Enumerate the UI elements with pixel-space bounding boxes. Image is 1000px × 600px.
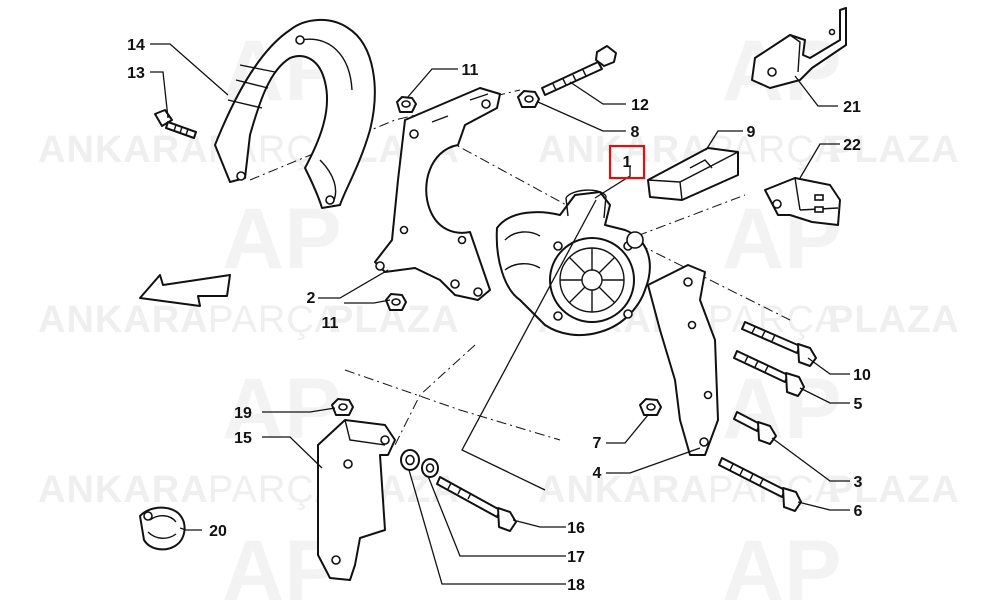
callout-11-bottom[interactable]: 11 <box>322 315 339 332</box>
hose-clamp-part <box>139 506 186 551</box>
callout-8[interactable]: 8 <box>631 124 640 141</box>
tensioner-bracket-part <box>647 264 719 456</box>
long-bolt-part <box>541 45 617 96</box>
callout-1[interactable]: 1 <box>623 154 632 171</box>
nut-part <box>385 293 407 311</box>
bolt-part <box>718 457 802 512</box>
watermark-logo: AP <box>722 523 841 600</box>
svg-text:ANKARA: ANKARA <box>38 299 209 341</box>
nut-part <box>639 398 662 416</box>
callout-16[interactable]: 16 <box>567 520 585 537</box>
callout-10[interactable]: 10 <box>853 367 871 384</box>
plate-bracket-part <box>317 419 396 581</box>
highlight-box <box>608 144 646 180</box>
bolt-part <box>154 109 197 139</box>
svg-text:PLAZA: PLAZA <box>828 469 960 511</box>
callout-19[interactable]: 19 <box>234 405 252 422</box>
bolt-part <box>733 350 805 397</box>
callout-13[interactable]: 13 <box>127 65 145 82</box>
nut-part <box>396 96 417 113</box>
callout-2[interactable]: 2 <box>307 290 316 307</box>
steering-pump-part <box>495 189 651 337</box>
callout-9[interactable]: 9 <box>747 124 756 141</box>
callout-7[interactable]: 7 <box>593 435 602 452</box>
pump-bracket-part <box>374 87 501 301</box>
svg-text:PARÇA: PARÇA <box>208 299 341 341</box>
callout-4[interactable]: 4 <box>593 465 602 482</box>
callout-15[interactable]: 15 <box>234 430 252 447</box>
callout-22[interactable]: 22 <box>843 137 861 154</box>
callout-12[interactable]: 12 <box>631 97 649 114</box>
callout-labels: 1 2 3 4 5 6 7 8 9 10 11 11 12 13 14 15 1… <box>127 37 871 594</box>
lock-washer-part <box>421 458 439 478</box>
callout-18[interactable]: 18 <box>567 577 585 594</box>
svg-text:PLAZA: PLAZA <box>828 299 960 341</box>
belt-guard-part <box>214 18 376 209</box>
support-bracket-part <box>764 177 841 226</box>
bolt-part <box>733 411 777 445</box>
callout-6[interactable]: 6 <box>854 503 863 520</box>
callout-14[interactable]: 14 <box>127 37 145 54</box>
callout-21[interactable]: 21 <box>843 99 861 116</box>
callout-3[interactable]: 3 <box>854 474 863 491</box>
callout-20[interactable]: 20 <box>209 523 227 540</box>
svg-text:ANKARA: ANKARA <box>38 469 209 511</box>
callout-5[interactable]: 5 <box>854 396 863 413</box>
bolt-part <box>436 476 517 532</box>
nut-part <box>331 398 354 416</box>
nut-part <box>517 90 540 108</box>
washer-part <box>400 449 420 471</box>
svg-text:ANKARA: ANKARA <box>38 129 209 171</box>
watermark-row-1: ANKARA PARÇA PLAZA ANKARA PARÇA PLAZA <box>38 129 960 171</box>
leader-lines <box>150 43 850 585</box>
mounting-bracket-part <box>751 7 847 89</box>
direction-arrow-icon <box>139 274 231 307</box>
callout-11-top[interactable]: 11 <box>462 62 479 79</box>
callout-17[interactable]: 17 <box>567 549 585 566</box>
watermark-row-2: ANKARA PARÇA PLAZA ANKARA PARÇA PLAZA <box>38 299 960 341</box>
svg-text:PLAZA: PLAZA <box>828 129 960 171</box>
svg-text:ANKARA: ANKARA <box>538 469 709 511</box>
